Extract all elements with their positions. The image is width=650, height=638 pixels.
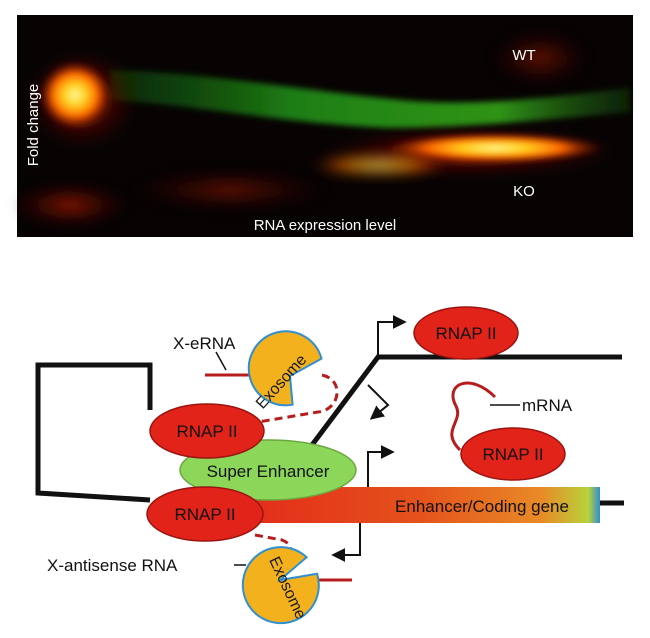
mrna-strand — [450, 381, 497, 452]
heatmap-panel: Fold change RNA expression level WT KO — [10, 15, 633, 237]
exosome-bottom-icon — [241, 546, 320, 625]
series-label-ko: KO — [513, 183, 535, 200]
tss-arrow-antisense — [331, 523, 361, 562]
series-label-wt: WT — [512, 47, 535, 64]
rnap-left: RNAP II — [149, 403, 265, 459]
rnap-right: RNAP II — [460, 427, 566, 481]
mechanism-diagram: Enhancer/Coding gene mRNA Super Enhancer… — [35, 306, 624, 625]
left-density-blob — [39, 61, 111, 129]
rnap-bottom: RNAP II — [146, 486, 264, 542]
x-antisense-rna-label: X-antisense RNA — [47, 556, 178, 575]
wt-density-band — [110, 70, 630, 128]
tss-arrows — [331, 315, 407, 562]
x-erna-leader-line — [215, 351, 227, 371]
super-enhancer-label: Super Enhancer — [207, 462, 330, 481]
enhancer-coding-gene-label: Enhancer/Coding gene — [395, 497, 569, 516]
rnap-top-label: RNAP II — [435, 324, 496, 343]
x-axis-label: RNA expression level — [254, 217, 397, 234]
x-erna-dashed — [257, 373, 339, 424]
exosome-bottom: Exosome — [241, 546, 320, 625]
mrna-label: mRNA — [522, 396, 573, 415]
rnap-right-label: RNAP II — [482, 445, 543, 464]
tss-arrow-diagonal — [367, 384, 390, 420]
exosome-top-icon — [247, 330, 323, 407]
tss-arrow-gene — [367, 445, 395, 487]
rnap-bottom-label: RNAP II — [174, 505, 235, 524]
x-erna-label: X-eRNA — [173, 334, 236, 353]
rnap-top: RNAP II — [413, 306, 519, 360]
ko-density-band — [385, 133, 605, 163]
heatmap-density — [10, 30, 630, 227]
rnap-left-label: RNAP II — [176, 422, 237, 441]
exosome-top: Exosome — [247, 330, 323, 412]
dna-upper-strand — [310, 354, 622, 447]
dna-loop — [35, 362, 153, 503]
tss-arrow-top — [377, 315, 407, 357]
y-axis-label: Fold change — [25, 84, 42, 167]
